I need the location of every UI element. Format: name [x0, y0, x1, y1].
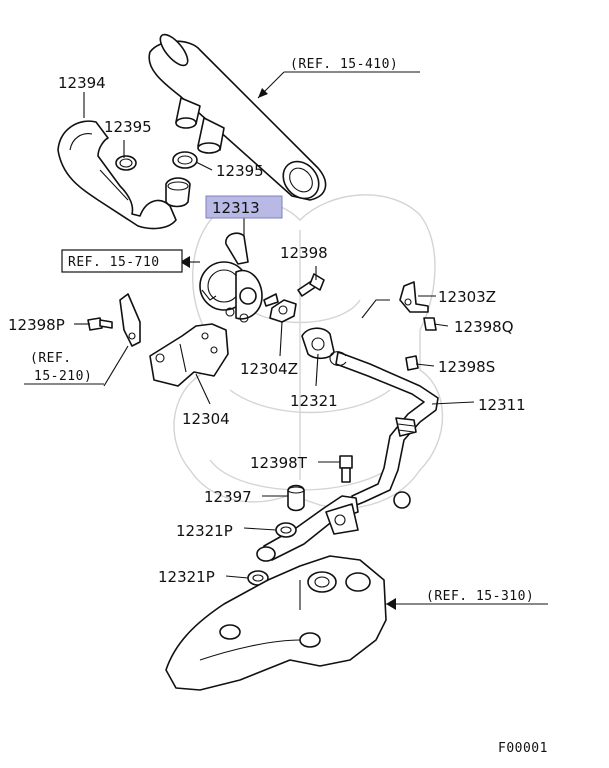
leader-lines — [74, 92, 475, 579]
footer-code: F00001 — [498, 741, 548, 756]
ref-arrows — [180, 71, 548, 610]
label-12321P-upper: 12321P — [176, 522, 233, 540]
ref-15-410: (REF. 15-410) — [290, 57, 398, 72]
gasket-12321P-upper — [275, 522, 297, 538]
hose-12394 — [57, 120, 177, 230]
label-12321: 12321 — [290, 392, 338, 410]
gasket-12304Z — [263, 293, 297, 323]
label-12398P: 12398P — [8, 316, 65, 334]
intake-pipe — [148, 33, 327, 201]
valve-12313 — [199, 232, 263, 323]
plug-12397 — [287, 484, 305, 512]
label-12395-right: 12395 — [216, 162, 264, 180]
label-12398S: 12398S — [438, 358, 495, 376]
bolt-12398Q — [423, 317, 437, 331]
ref-box-15-710 — [61, 249, 183, 273]
label-12304Z: 12304Z — [240, 360, 298, 378]
bracket-12303Z — [399, 281, 429, 313]
label-12311: 12311 — [478, 396, 526, 414]
highlight-box-12313 — [205, 195, 283, 219]
small-bracket-ref-15-210 — [119, 293, 141, 347]
label-12304: 12304 — [182, 410, 230, 428]
bolt-12398P — [87, 317, 113, 331]
hose-sleeve — [165, 177, 191, 208]
label-12395-left: 12395 — [104, 118, 152, 136]
label-12398T: 12398T — [250, 454, 308, 472]
tube-12311 — [329, 351, 439, 509]
label-12394: 12394 — [58, 74, 106, 92]
ref-15-210-line2: 15-210) — [34, 369, 92, 384]
label-12397: 12397 — [204, 488, 252, 506]
ref-15-210-line1: (REF. — [30, 351, 72, 366]
label-12321P-lower: 12321P — [158, 568, 215, 586]
exhaust-manifold — [165, 555, 387, 691]
bolt-12398T — [339, 455, 353, 483]
label-12398: 12398 — [280, 244, 328, 262]
label-12303Z: 12303Z — [438, 288, 496, 306]
bracket-12304 — [149, 323, 229, 387]
bolt-12398 — [297, 273, 325, 297]
label-12313: 12313 — [212, 199, 260, 217]
bolt-12398S — [405, 355, 419, 371]
ref-15-710: REF. 15-710 — [68, 255, 160, 270]
label-12398Q: 12398Q — [454, 318, 514, 336]
clamp-12395-right — [172, 151, 198, 169]
ref-15-310: (REF. 15-310) — [426, 589, 534, 604]
gasket-12321 — [301, 327, 335, 360]
lower-pipe — [256, 495, 359, 562]
clamp-12395-left — [115, 155, 137, 171]
